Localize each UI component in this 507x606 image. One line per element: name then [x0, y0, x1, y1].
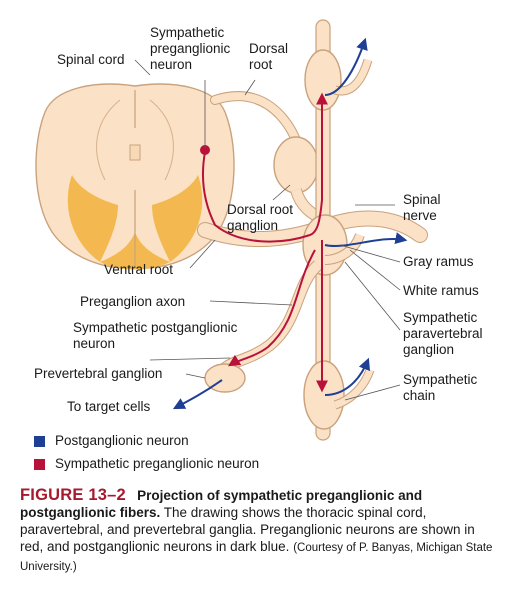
legend-swatch-red [34, 458, 45, 470]
label-sympathetic-postganglionic-neuron: Sympathetic postganglionic neuron [73, 320, 237, 352]
label-line: Sympathetic [403, 310, 478, 325]
label-line: neuron [73, 336, 116, 351]
label-line: ganglion [403, 342, 455, 357]
label-spinal-cord: Spinal cord [57, 52, 125, 67]
figure-credit: (Courtesy of P. Banyas, Michigan State U… [20, 542, 493, 573]
label-line: Spinal [403, 192, 441, 207]
diagram-svg [35, 19, 428, 441]
label-sympathetic-paravertebral-ganglion: Sympathetic paravertebral ganglion [403, 310, 483, 358]
label-line: paravertebral [403, 326, 483, 341]
dorsal-root-ganglion [273, 136, 319, 194]
figure: Spinal cord Sympathetic preganglionic ne… [34, 19, 483, 472]
sympathetic-chain [302, 19, 375, 441]
label-dorsal-root-ganglion: Dorsal root ganglion [227, 202, 293, 234]
label-line: Sympathetic postganglionic [73, 320, 238, 335]
label-line: Dorsal root [227, 202, 294, 217]
legend-item-preganglionic: Sympathetic preganglionic neuron [34, 456, 259, 472]
label-ventral-root: Ventral root [104, 262, 174, 277]
label-line: ganglion [227, 218, 279, 233]
label-line: neuron [150, 57, 193, 72]
figure-caption: FIGURE 13–2 Projection of sympathetic pr… [20, 487, 498, 576]
figure-body: The drawing shows the thoracic spinal co… [20, 505, 475, 554]
label-line: Sympathetic [150, 25, 225, 40]
figure-number: FIGURE 13–2 [20, 486, 126, 504]
label-line: chain [403, 388, 436, 403]
label-preganglion-axon: Preganglion axon [80, 294, 186, 309]
label-line: nerve [403, 208, 437, 223]
spinal-cord [35, 83, 235, 270]
preganglionic-fibers [200, 92, 328, 393]
label-to-target-cells: To target cells [67, 399, 151, 414]
label-line: root [249, 57, 273, 72]
label-sympathetic-chain: Sympathetic chain [403, 372, 477, 404]
label-spinal-nerve: Spinal nerve [403, 192, 441, 224]
legend-item-postganglionic: Postganglionic neuron [34, 433, 189, 449]
legend-label: Sympathetic preganglionic neuron [55, 456, 260, 471]
dorsal-root [210, 91, 319, 194]
label-sympathetic-preganglionic-neuron: Sympathetic preganglionic neuron [150, 25, 230, 73]
postganglionic-fibers [172, 37, 408, 410]
label-line: preganglionic [150, 41, 231, 56]
legend-label: Postganglionic neuron [55, 433, 189, 448]
leader-lines [134, 59, 401, 401]
label-line: Sympathetic [403, 372, 478, 387]
label-white-ramus: White ramus [403, 283, 479, 298]
label-dorsal-root: Dorsal root [249, 41, 288, 73]
legend-swatch-blue [34, 435, 45, 447]
figure-title: Projection of sympathetic preganglionic … [20, 488, 423, 520]
label-line: Dorsal [249, 41, 289, 56]
label-gray-ramus: Gray ramus [403, 254, 474, 269]
label-prevertebral-ganglion: Prevertebral ganglion [34, 366, 163, 381]
